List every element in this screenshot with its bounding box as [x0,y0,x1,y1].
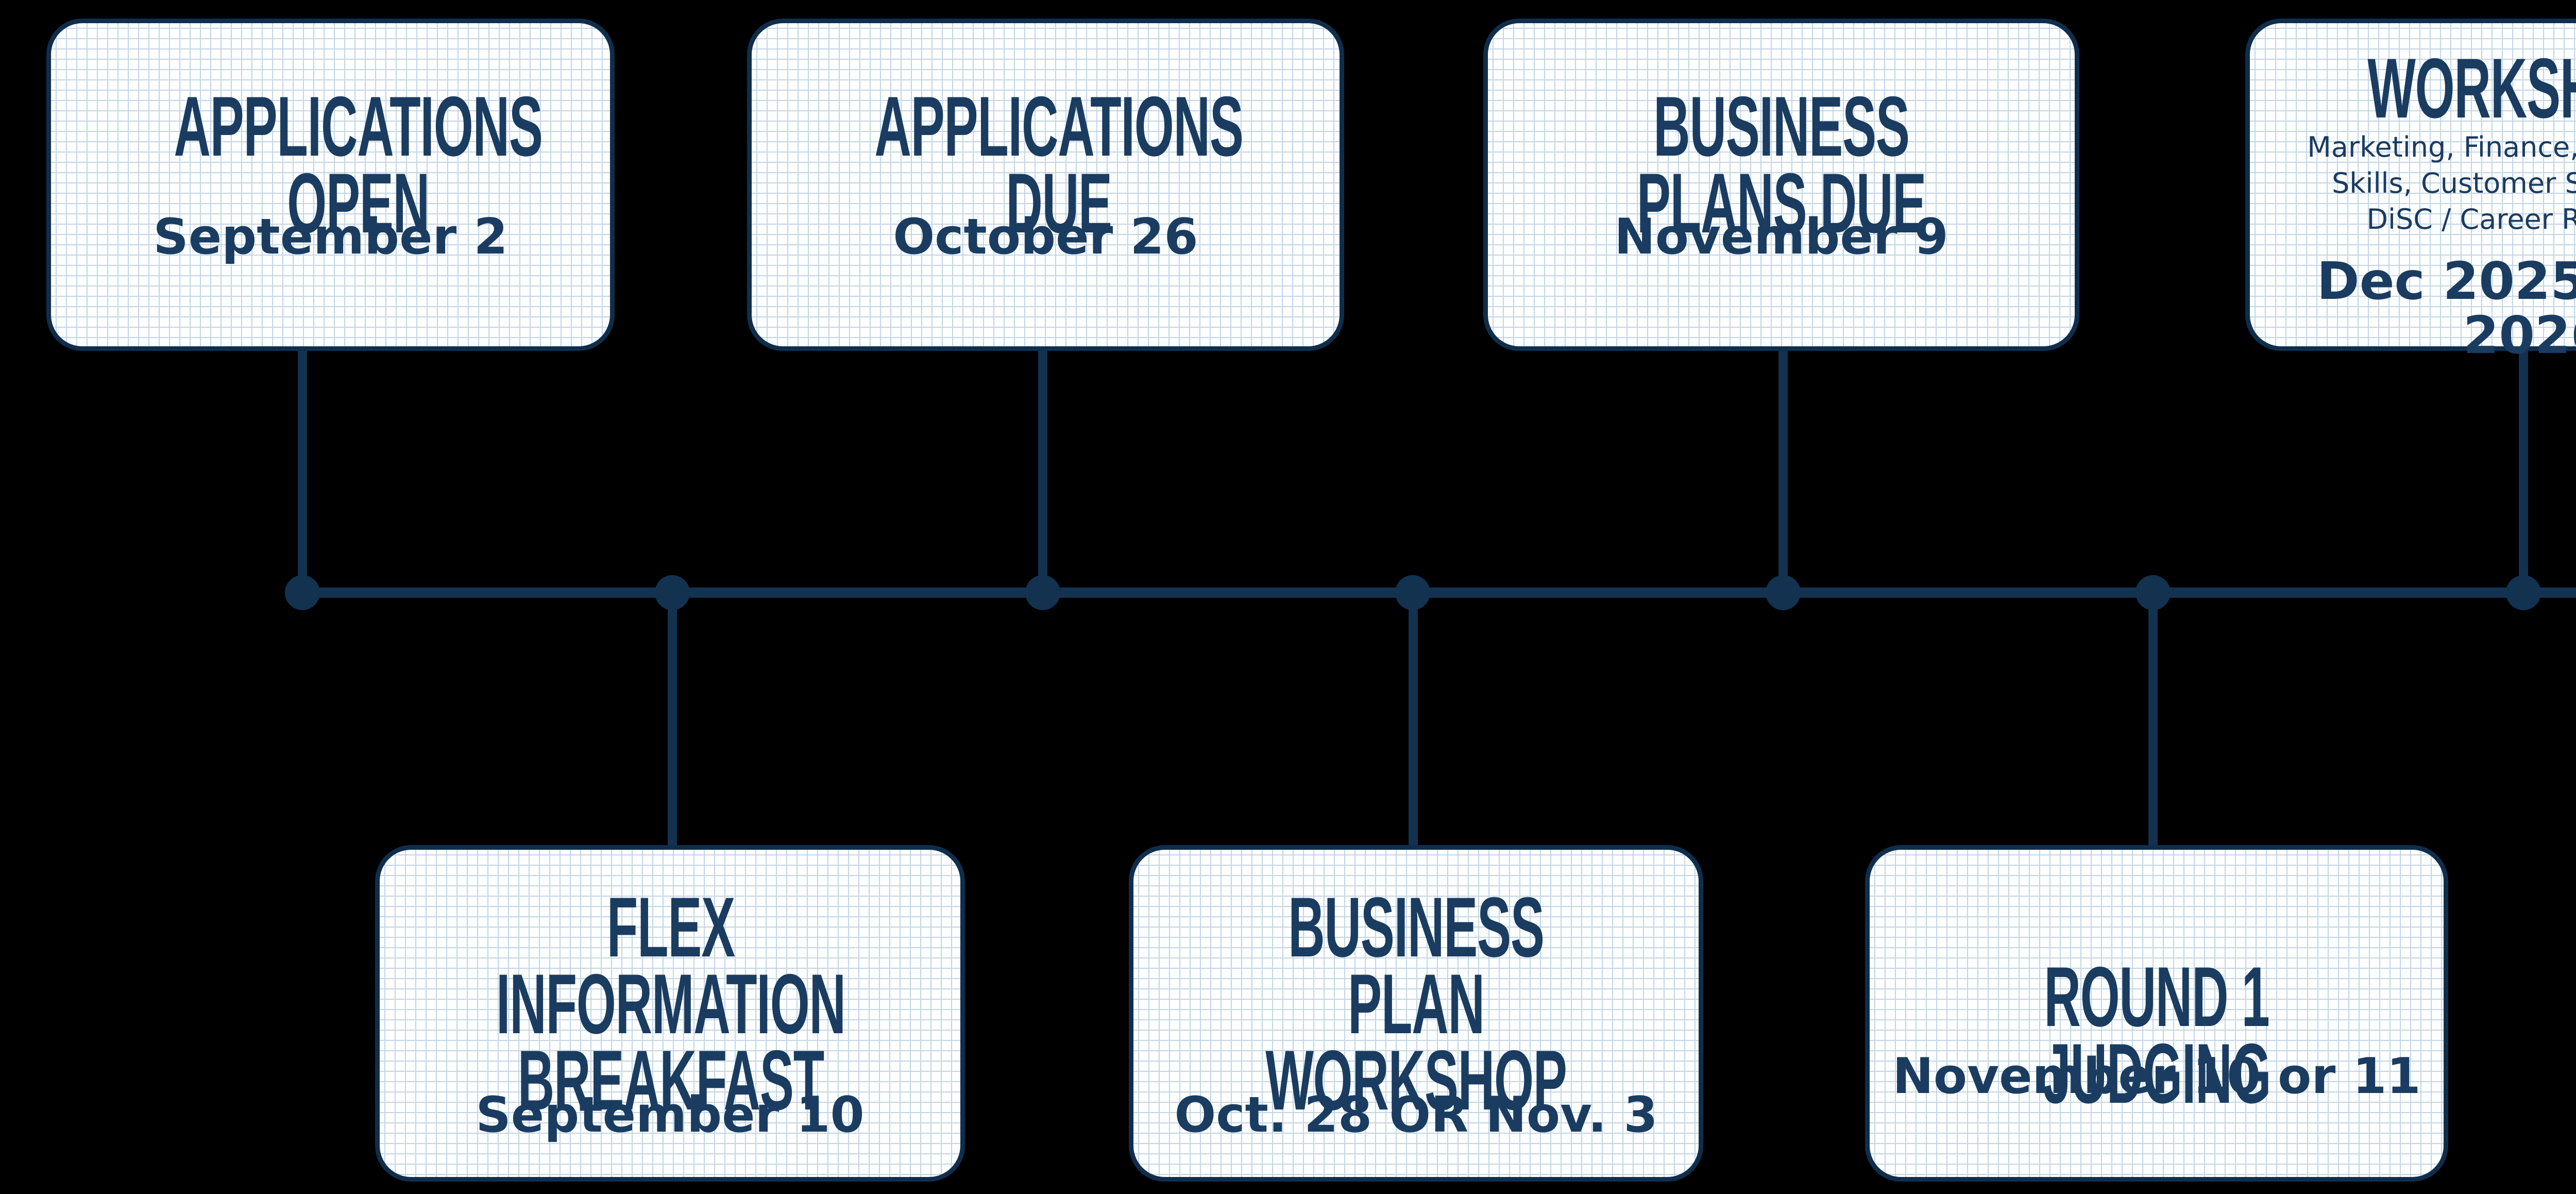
event-card-business-plan-workshop: BUSINESS PLAN WORKSHOP Oct. 28 OR Nov. 3 [1129,845,1703,1182]
event-date: November 9 [1614,209,1948,265]
timeline-dot [1025,575,1060,610]
timeline-dot [655,575,690,610]
event-card-applications-due: APPLICATIONS DUE October 26 [747,19,1344,351]
event-title: APPLICATIONS OPEN [174,79,543,250]
event-card-flex-information-breakfast: FLEX INFORMATION BREAKFAST September 10 [375,845,965,1182]
event-title: WORKSHOPS [2367,41,2576,136]
event-title: BUSINESS PLAN WORKSHOP [1265,880,1567,1128]
event-card-applications-open: APPLICATIONS OPEN September 2 [46,19,615,351]
timeline-bar [302,587,2576,598]
connector-line [1038,340,1047,593]
event-date: September 10 [476,1087,865,1143]
timeline-dot [1766,575,1801,610]
event-title: FLEX INFORMATION BREAKFAST [496,880,846,1128]
event-date: Dec 2025 – Feb 2026 [2316,251,2576,365]
event-title: APPLICATIONS DUE [874,79,1243,250]
timeline-dot [285,575,320,610]
connector-line [2519,340,2528,593]
connector-line [2148,593,2158,850]
event-description: Marketing, Finance, Presentation Skills,… [2307,131,2576,236]
connector-line [1778,340,1788,593]
event-title: BUSINESS PLANS DUE [1636,79,1926,250]
event-card-round1-judging: ROUND 1 JUDGING November 10 or 11 [1865,845,2448,1182]
connector-line [1409,593,1418,850]
event-card-business-plans-due: BUSINESS PLANS DUE November 9 [1483,19,2079,351]
event-date: November 10 or 11 [1892,1048,2421,1105]
event-date: September 2 [153,209,508,265]
connector-line [298,340,307,593]
event-title: ROUND 1 JUDGING [2042,949,2272,1121]
timeline-dot [2136,575,2171,610]
event-date: October 26 [893,209,1198,265]
event-date: Oct. 28 OR Nov. 3 [1174,1087,1658,1143]
timeline-dot [1395,575,1430,610]
event-card-workshops: WORKSHOPS Marketing, Finance, Presentati… [2245,19,2576,362]
connector-line [668,593,677,850]
timeline-dot [2506,575,2541,610]
